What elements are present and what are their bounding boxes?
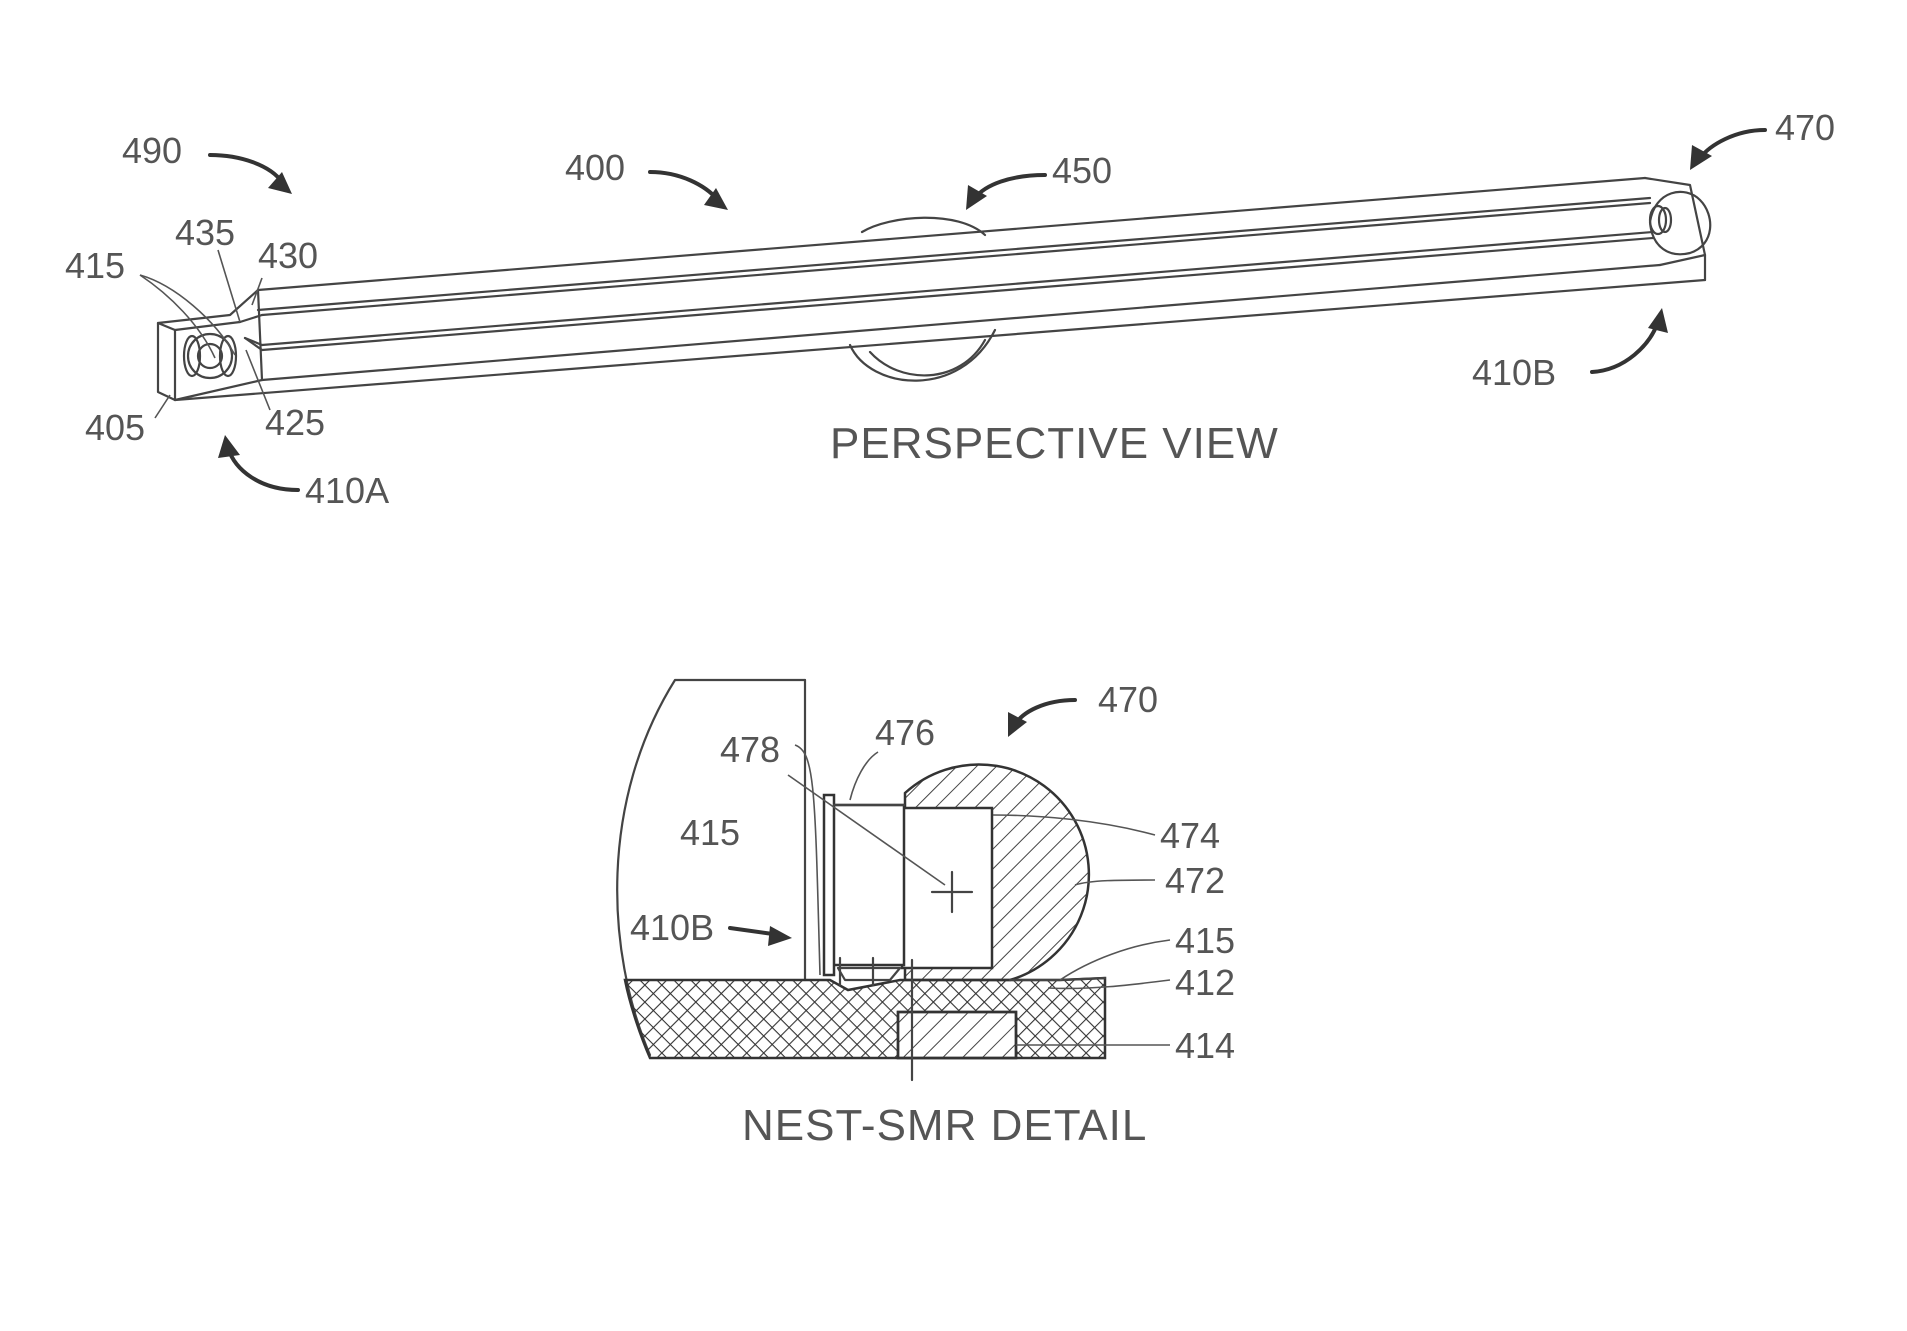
arrow-470-top <box>1690 130 1765 170</box>
arrow-450 <box>966 175 1045 210</box>
disk-450 <box>850 218 995 381</box>
caption-perspective: PERSPECTIVE VIEW <box>830 419 1279 468</box>
arrow-490 <box>210 155 292 194</box>
ref-476: 476 <box>875 712 935 753</box>
ref-490: 490 <box>122 130 182 171</box>
ref-470-top: 470 <box>1775 107 1835 148</box>
ref-415-left: 415 <box>680 812 740 853</box>
arrow-470-detail <box>1008 700 1075 737</box>
ref-410B-top: 410B <box>1472 352 1556 393</box>
ref-400: 400 <box>565 147 625 188</box>
ref-435: 435 <box>175 212 235 253</box>
ref-450: 450 <box>1052 150 1112 191</box>
arrow-410B-detail <box>730 926 792 946</box>
ref-410B-detail: 410B <box>630 907 714 948</box>
ref-414: 414 <box>1175 1025 1235 1066</box>
ref-470-detail: 470 <box>1098 679 1158 720</box>
arrow-410A <box>218 435 298 490</box>
arrow-410B-top <box>1592 308 1668 372</box>
ref-405: 405 <box>85 407 145 448</box>
ref-412: 412 <box>1175 962 1235 1003</box>
ref-415-top: 415 <box>65 245 125 286</box>
perspective-view: 490 400 450 470 435 430 415 405 425 410A… <box>65 107 1835 511</box>
arrow-400 <box>650 172 728 210</box>
ref-474: 474 <box>1160 815 1220 856</box>
ref-425: 425 <box>265 402 325 443</box>
ref-410A: 410A <box>305 470 389 511</box>
caption-detail: NEST-SMR DETAIL <box>742 1101 1147 1150</box>
ref-472: 472 <box>1165 860 1225 901</box>
nest-smr-detail: 470 478 476 415 474 472 415 412 414 410B… <box>617 679 1235 1150</box>
ref-415-right: 415 <box>1175 920 1235 961</box>
ref-430: 430 <box>258 235 318 276</box>
ref-478: 478 <box>720 729 780 770</box>
